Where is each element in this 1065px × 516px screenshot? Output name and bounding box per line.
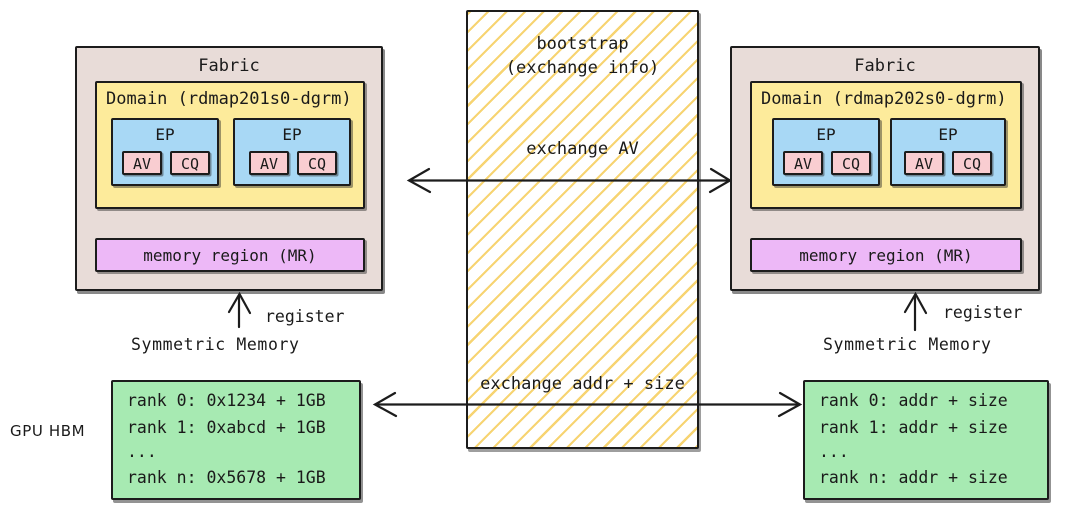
left-ep-1-av-label: AV	[132, 155, 152, 173]
left-ep-1-cq: CQ	[170, 151, 210, 175]
right-memory-region-label: memory region (MR)	[799, 246, 973, 265]
right-ep-2-av: AV	[904, 151, 944, 175]
right-memory-row-3: rank n: addr + size	[819, 468, 1008, 487]
exchange-av-arrow-head-right	[708, 167, 733, 194]
bootstrap-box	[466, 10, 699, 449]
left-memory-region-label: memory region (MR)	[143, 246, 317, 265]
exchange-av-arrow-head-left	[406, 167, 432, 194]
right-fabric-box: Fabric Domain (rdmap202s0-dgrm) EP AV CQ…	[730, 46, 1040, 291]
left-memory-row-0: rank 0: 0x1234 + 1GB	[127, 391, 326, 410]
right-memory-table: rank 0: addr + size rank 1: addr + size …	[803, 380, 1049, 500]
left-symmetric-memory-label: Symmetric Memory	[131, 335, 300, 354]
right-ep-2-av-label: AV	[914, 155, 934, 173]
left-ep-1: EP AV CQ	[111, 118, 219, 186]
left-register-arrow-head	[227, 291, 252, 315]
left-memory-row-2: ...	[127, 442, 157, 461]
right-ep-1-av-label: AV	[793, 155, 813, 173]
right-ep-2-label: EP	[938, 125, 958, 144]
right-ep-1-cq-label: CQ	[841, 155, 861, 173]
left-domain-title: Domain (rdmap201s0-dgrm)	[106, 89, 352, 109]
right-ep-1-cq: CQ	[831, 151, 871, 175]
left-ep-2-cq-label: CQ	[307, 155, 327, 173]
right-symmetric-memory-label: Symmetric Memory	[823, 335, 992, 354]
left-domain-box: Domain (rdmap201s0-dgrm) EP AV CQ EP AV …	[95, 81, 365, 209]
left-ep-1-cq-label: CQ	[180, 155, 200, 173]
right-ep-2: EP AV CQ	[890, 118, 1006, 186]
right-ep-1-label: EP	[816, 125, 836, 144]
gpu-hbm-label: GPU HBM	[10, 422, 86, 440]
left-fabric-title: Fabric	[198, 56, 260, 76]
left-ep-2-av: AV	[249, 151, 289, 175]
right-fabric-title: Fabric	[854, 56, 916, 76]
right-register-label: register	[943, 303, 1023, 322]
right-memory-region-box: memory region (MR)	[750, 238, 1022, 272]
right-register-arrow-head	[903, 291, 928, 315]
left-ep-2: EP AV CQ	[233, 118, 351, 186]
exchange-addr-arrow-head-left	[372, 391, 398, 418]
left-ep-2-av-label: AV	[259, 155, 279, 173]
left-ep-1-label: EP	[155, 125, 175, 144]
right-ep-1: EP AV CQ	[772, 118, 880, 186]
exchange-addr-size-label: exchange addr + size	[480, 374, 685, 394]
bootstrap-title-line2: (exchange info)	[505, 58, 660, 78]
left-register-label: register	[265, 307, 345, 326]
right-ep-2-cq-label: CQ	[962, 155, 982, 173]
left-memory-row-3: rank n: 0x5678 + 1GB	[127, 468, 326, 487]
right-memory-row-2: ...	[819, 442, 849, 461]
right-domain-box: Domain (rdmap202s0-dgrm) EP AV CQ EP AV …	[750, 81, 1022, 209]
left-ep-2-cq: CQ	[297, 151, 337, 175]
left-ep-1-av: AV	[122, 151, 162, 175]
right-ep-2-cq: CQ	[952, 151, 992, 175]
right-domain-title: Domain (rdmap202s0-dgrm)	[761, 89, 1007, 109]
left-ep-2-label: EP	[282, 125, 302, 144]
right-memory-row-1: rank 1: addr + size	[819, 418, 1008, 437]
right-memory-row-0: rank 0: addr + size	[819, 391, 1008, 410]
left-memory-table: rank 0: 0x1234 + 1GB rank 1: 0xabcd + 1G…	[111, 380, 361, 500]
exchange-addr-arrow-head-right	[777, 391, 803, 418]
left-memory-region-box: memory region (MR)	[95, 238, 365, 272]
left-memory-row-1: rank 1: 0xabcd + 1GB	[127, 418, 326, 437]
bootstrap-title-line1: bootstrap	[536, 34, 629, 54]
exchange-av-label: exchange AV	[526, 139, 639, 159]
right-ep-1-av: AV	[783, 151, 823, 175]
left-fabric-box: Fabric Domain (rdmap201s0-dgrm) EP AV CQ…	[75, 46, 383, 291]
